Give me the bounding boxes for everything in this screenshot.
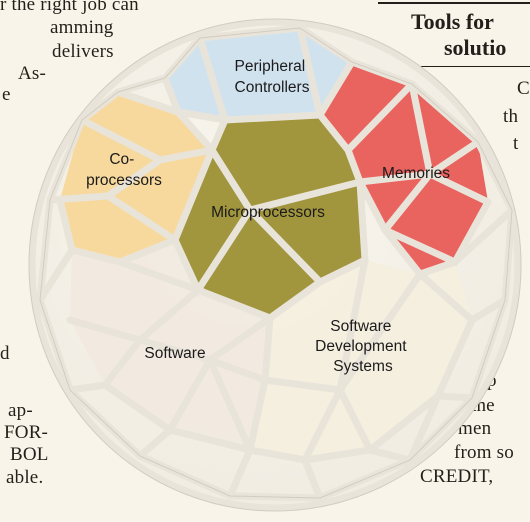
left-line: As- [18,63,47,84]
right-line: th [503,106,519,127]
section-heading-line: solutio [444,35,507,60]
software-development-systems-label: Software Development Systems [315,318,411,375]
left-line: BOL [10,444,49,465]
left-line: e [2,84,11,105]
right-line: men [458,418,492,439]
heading-top-rule [378,2,530,4]
software-label: Software [144,345,205,362]
right-line: from so [454,442,514,463]
peripheral-controllers-label: Peripheral Controllers [235,58,310,96]
right-line: C [517,78,530,99]
coprocessors-label: Co- processors [86,151,162,189]
left-line: able. [6,467,44,488]
memories-label: Memories [382,165,450,182]
left-line: ap- [8,400,33,421]
heading-bottom-rule [410,66,530,67]
left-line: delivers [52,41,114,62]
left-line: amming [50,17,114,38]
section-heading-line: Tools for [411,9,494,34]
left-line: d [0,343,10,364]
left-line: FOR- [4,422,49,443]
dome-lattice [28,18,522,512]
left-line: r the right job can [0,0,139,15]
dome-lattice-shadow [28,18,522,512]
microprocessors-label: Microprocessors [211,204,325,221]
right-line: CREDIT, [420,466,494,487]
right-line: t [513,133,519,154]
